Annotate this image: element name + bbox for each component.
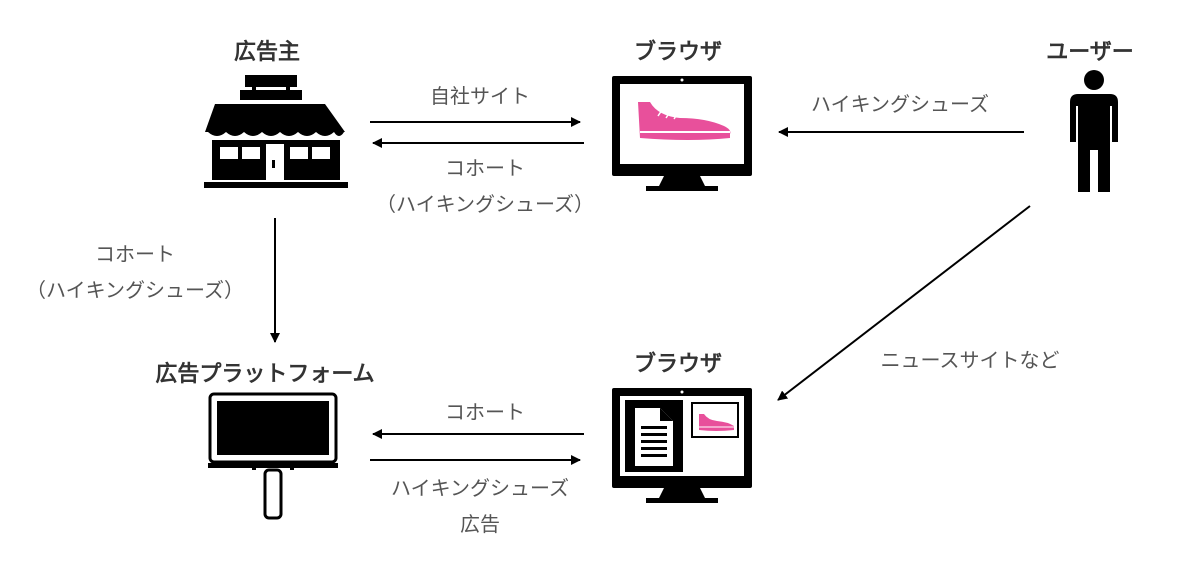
edge-label-hiking-shoes-user: ハイキングシューズ xyxy=(811,92,989,116)
shoe-icon xyxy=(638,102,731,140)
browser-top-title: ブラウザ xyxy=(633,40,722,65)
user-title: ユーザー xyxy=(1046,40,1134,65)
browser-bottom-title: ブラウザ xyxy=(633,352,722,377)
edge-label-cohort-platform-line1: コホート xyxy=(95,242,175,266)
person-icon xyxy=(1070,70,1118,192)
arrow-user-to-browser-bottom xyxy=(777,205,1031,401)
ad-shoe-icon xyxy=(691,402,739,438)
edge-label-hiking-shoes-ad: ハイキングシューズ 広告 xyxy=(350,470,610,542)
advertiser-title: 広告主 xyxy=(233,40,300,65)
edge-label-cohort-platform-line2: （ハイキングシューズ） xyxy=(26,278,244,302)
store-icon xyxy=(204,75,348,188)
edge-label-hiking-shoes-ad-line1: ハイキングシューズ xyxy=(391,476,569,500)
edge-label-cohort-advertiser-line1: コホート xyxy=(445,156,525,180)
billboard-icon xyxy=(208,392,338,520)
document-icon xyxy=(625,400,683,472)
edge-label-cohort-platform: コホート （ハイキングシューズ） xyxy=(0,236,270,308)
edge-label-hiking-shoes-ad-line2: 広告 xyxy=(460,512,500,536)
edge-label-cohort-advertiser: コホート （ハイキングシューズ） xyxy=(350,150,620,222)
edge-label-cohort-bottom: コホート xyxy=(445,400,525,424)
edge-label-own-site: 自社サイト xyxy=(430,84,530,108)
edge-label-cohort-advertiser-line2: （ハイキングシューズ） xyxy=(376,192,594,216)
edge-label-news-site: ニュースサイトなど xyxy=(880,348,1060,372)
ad-platform-title: 広告プラットフォーム xyxy=(155,362,375,387)
